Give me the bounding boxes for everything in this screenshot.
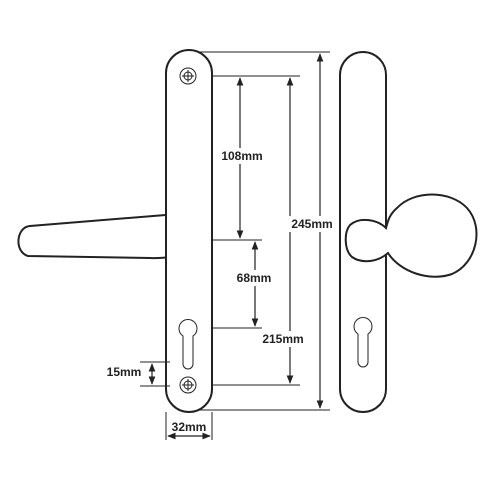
label-68mm: 68mm: [237, 271, 272, 285]
knob-handle: [344, 193, 478, 278]
right-keyhole-icon: [353, 317, 373, 368]
label-32mm: 32mm: [172, 420, 207, 434]
left-backplate: [165, 49, 213, 413]
label-215mm: 215mm: [262, 332, 303, 346]
top-screw-icon: [179, 67, 197, 85]
knob-outline: [344, 193, 478, 278]
label-108mm: 108mm: [221, 149, 262, 163]
label-245mm: 245mm: [291, 217, 332, 231]
label-15mm: 15mm: [107, 365, 142, 379]
left-plate-outline: [165, 49, 213, 413]
left-keyhole-icon: [178, 319, 198, 370]
bottom-screw-icon: [179, 376, 197, 394]
